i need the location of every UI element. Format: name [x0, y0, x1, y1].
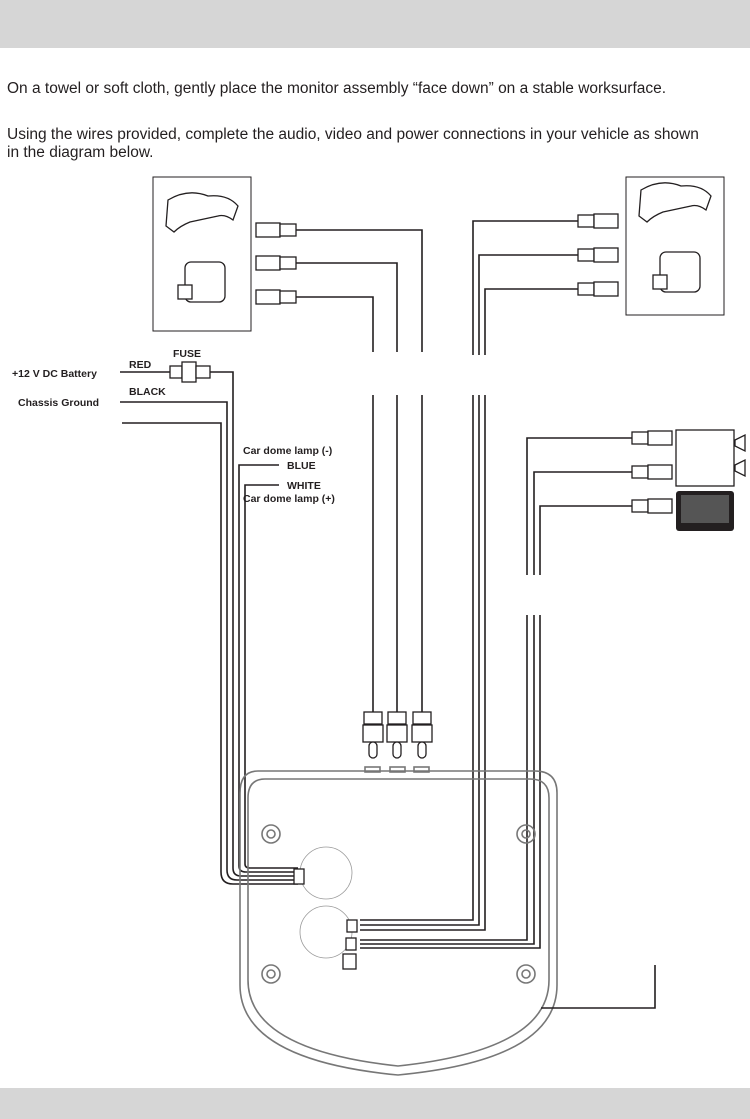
dome-lamp-negative-label: Car dome lamp (-) [243, 445, 332, 457]
footer-band [0, 1088, 750, 1119]
rca-plug [362, 711, 384, 759]
input-device-box-left [152, 176, 252, 332]
av-input-connector [346, 919, 358, 933]
rca-plug [386, 711, 408, 759]
battery-label: +12 V DC Battery [12, 368, 97, 380]
fuse-icon [169, 361, 211, 383]
screw-hole [516, 824, 536, 844]
white-wire-label: WHITE [287, 480, 321, 492]
connector-port [342, 953, 357, 970]
callout-line [541, 965, 656, 1009]
instruction-step-2: Using the wires provided, complete the a… [7, 126, 699, 161]
rca-input-cables-left [255, 222, 433, 773]
dome-lamp-positive-label: Car dome lamp (+) [243, 493, 335, 505]
camcorder-icon [177, 261, 226, 303]
black-wire-label: BLACK [129, 386, 166, 398]
screw-hole [261, 824, 281, 844]
instruction-step-1: On a towel or soft cloth, gently place t… [7, 80, 667, 97]
game-controller-icon [165, 192, 239, 233]
header-band [0, 0, 750, 48]
power-connector [293, 868, 305, 885]
game-controller-icon [638, 182, 712, 223]
monitor-housing [239, 770, 656, 1076]
camcorder-icon [652, 251, 701, 293]
speaker-icon [675, 429, 746, 487]
av-output-connector [345, 937, 357, 951]
input-device-box-right [625, 176, 725, 316]
fuse-label: FUSE [173, 348, 201, 360]
monitor-icon [676, 491, 734, 531]
red-wire-label: RED [129, 359, 152, 371]
power-harness: +12 V DC Battery RED FUSE Chassis Ground… [12, 348, 335, 885]
av-output-cables [360, 429, 746, 949]
rca-input-cables-right [360, 213, 619, 931]
ground-label: Chassis Ground [18, 397, 99, 409]
screw-hole [516, 964, 536, 984]
screw-hole [261, 964, 281, 984]
rca-plug [411, 711, 433, 759]
blue-wire-label: BLUE [287, 460, 316, 472]
